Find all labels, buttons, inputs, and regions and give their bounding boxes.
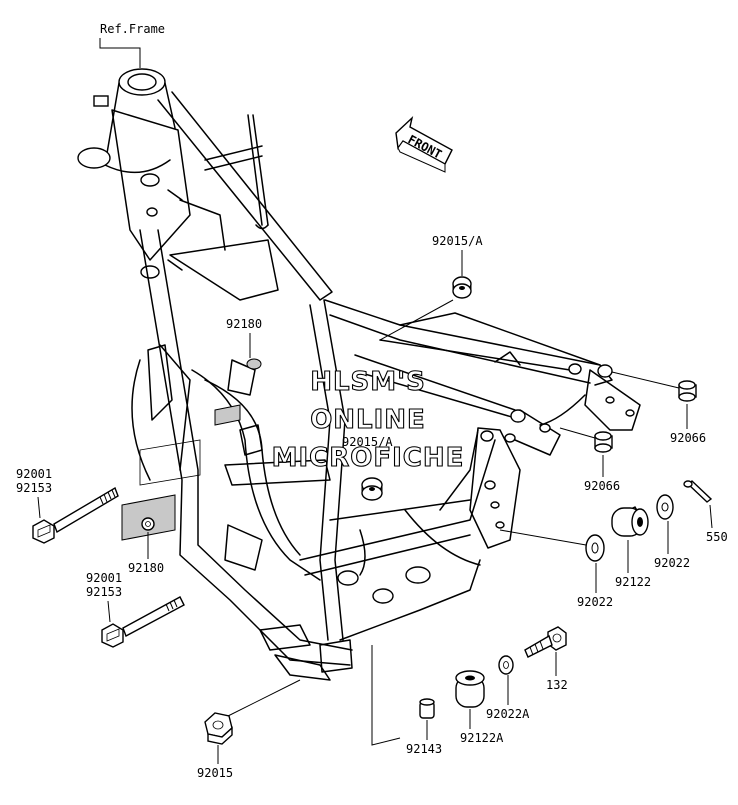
bolt-92001-bottom bbox=[101, 596, 185, 648]
bolt-92001-top bbox=[32, 486, 119, 544]
washer-92022-right bbox=[656, 494, 674, 520]
bolt-132 bbox=[524, 626, 567, 658]
label-92022-right: 92022 bbox=[654, 556, 690, 570]
motorcycle-frame bbox=[77, 68, 641, 681]
label-550: 550 bbox=[706, 530, 728, 544]
collar-92143 bbox=[419, 698, 435, 719]
label-92122a: 92122A bbox=[460, 731, 504, 745]
washer-92180-top bbox=[246, 358, 262, 370]
label-92022a: 92022A bbox=[486, 707, 530, 721]
label-92180-bottom: 92180 bbox=[128, 561, 164, 575]
watermark: HLSM'S ONLINE MICROFICHE bbox=[271, 366, 465, 473]
nut-92015 bbox=[204, 679, 301, 745]
watermark-line-2: ONLINE bbox=[310, 405, 426, 435]
cap-92066-right bbox=[611, 371, 697, 402]
label-92153-bottom: 92153 bbox=[86, 585, 122, 599]
label-92015a-mid: 92015/A bbox=[342, 435, 393, 449]
label-132: 132 bbox=[546, 678, 568, 692]
label-92153-top: 92153 bbox=[16, 481, 52, 495]
front-arrow: FRONT bbox=[395, 115, 453, 173]
label-92015a-top: 92015/A bbox=[432, 234, 483, 248]
bushing-92122a bbox=[455, 670, 485, 708]
cotter-pin-550 bbox=[683, 480, 713, 503]
label-92066-right: 92066 bbox=[670, 431, 706, 445]
nut-92015a-top bbox=[379, 276, 472, 341]
watermark-line-3: MICROFICHE bbox=[272, 443, 465, 473]
label-92001-bottom: 92001 bbox=[86, 571, 122, 585]
label-92066-mid: 92066 bbox=[584, 479, 620, 493]
label-92180-top: 92180 bbox=[226, 317, 262, 331]
cap-92066-mid bbox=[559, 427, 613, 453]
washer-92180-bottom bbox=[141, 517, 155, 531]
watermark-line-1: HLSM'S bbox=[310, 367, 426, 397]
frame-sticker-outline bbox=[139, 439, 201, 486]
washer-92022a bbox=[498, 655, 514, 675]
label-92122: 92122 bbox=[615, 575, 651, 589]
frame-decal-plate bbox=[214, 404, 241, 426]
ref-frame-leader bbox=[99, 38, 141, 68]
label-92022-left: 92022 bbox=[577, 595, 613, 609]
nut-92015a-mid bbox=[361, 477, 383, 501]
bushing-92122 bbox=[611, 506, 649, 537]
leader-92143 bbox=[371, 645, 401, 746]
label-92143: 92143 bbox=[406, 742, 442, 756]
ref-frame-label: Ref.Frame bbox=[100, 22, 165, 36]
label-92015: 92015 bbox=[197, 766, 233, 780]
washer-92022-left bbox=[499, 529, 605, 562]
label-92001-top: 92001 bbox=[16, 467, 52, 481]
